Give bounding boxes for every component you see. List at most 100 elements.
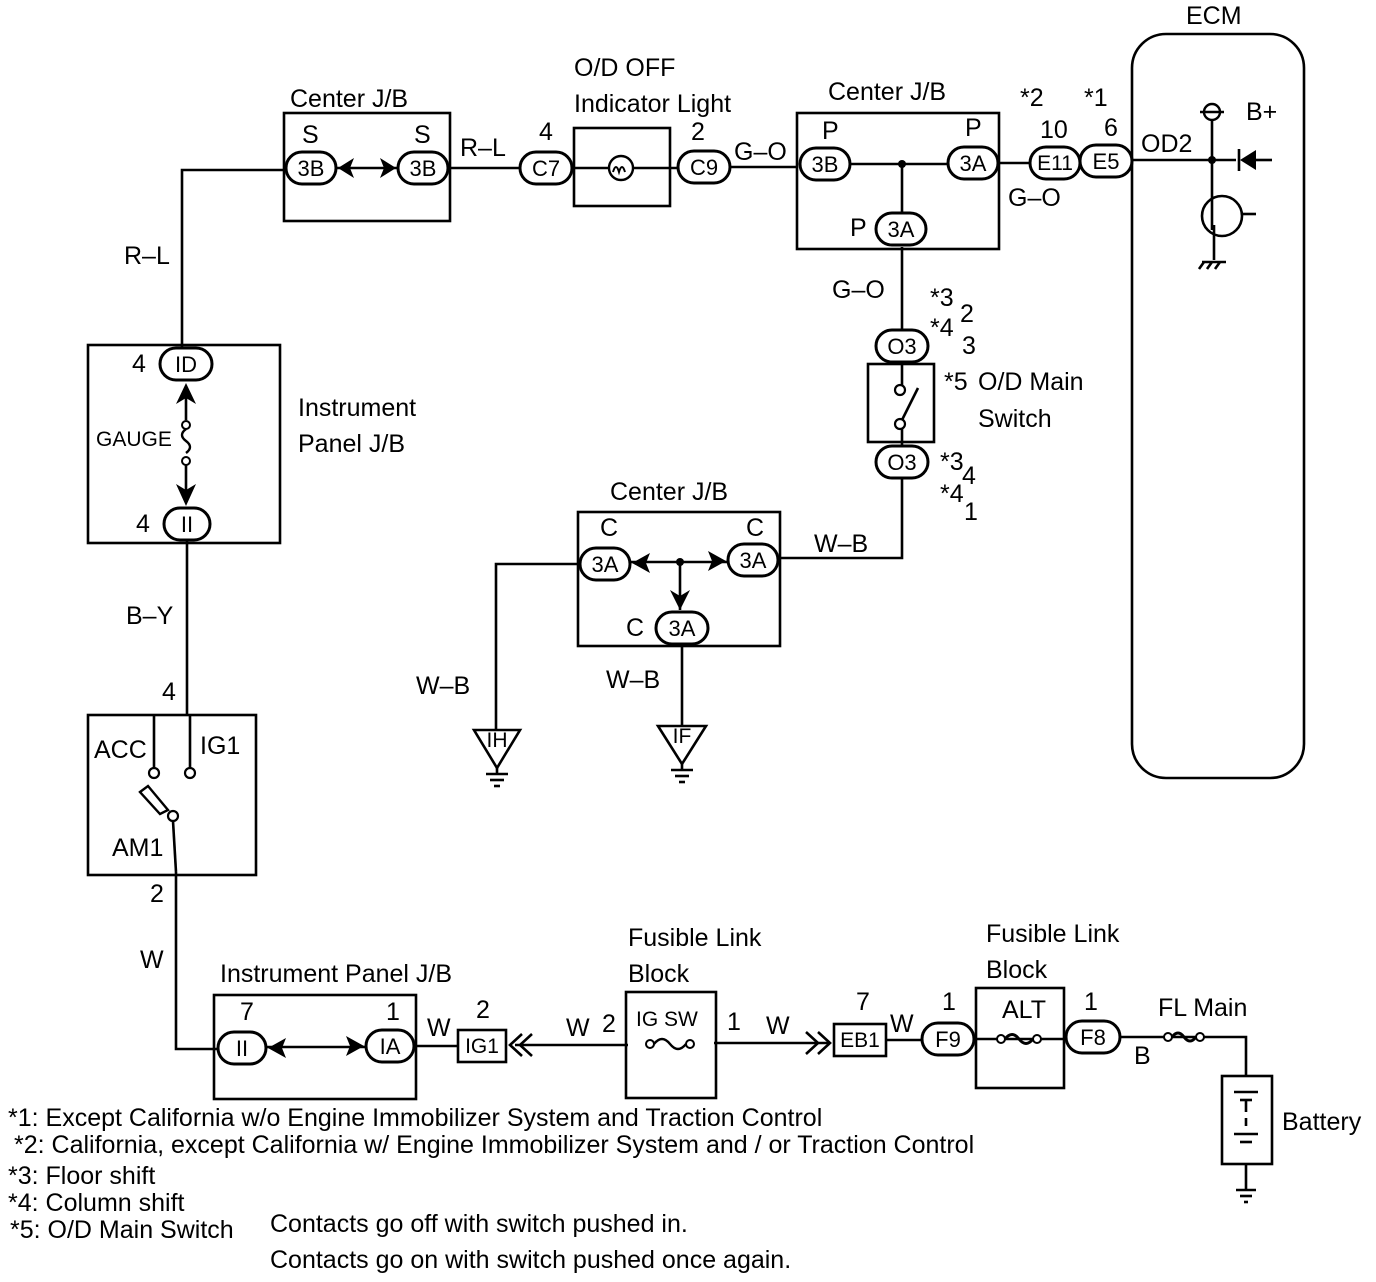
pin-letter-c-right: C [746, 514, 764, 542]
connector-o3-upper-label: O3 [887, 334, 916, 359]
od-off-title-1: O/D OFF [574, 54, 675, 82]
instrument-jb-upper: Instrument Panel J/B 4 ID GAUGE 4 II [86, 343, 416, 545]
instrument-jb-lower-title: Instrument Panel J/B [220, 960, 452, 988]
connector-c9-label: C9 [690, 155, 718, 180]
pin-letter-p-left: P [822, 117, 839, 145]
pin-4-bottom: 4 [136, 510, 150, 538]
connector-ii-upper-label: II [181, 512, 193, 537]
connector-ii-upper [162, 506, 212, 542]
center-jb-top-right-box [795, 111, 1001, 251]
fl-main-fuse-icon [1170, 1031, 1198, 1043]
od-main-switch-label-2: Switch [978, 405, 1052, 433]
od-off-title-2: Indicator Light [574, 90, 731, 118]
ecm-outline [1130, 32, 1306, 780]
instrument-jb-upper-box [86, 343, 282, 545]
ecm-connectors: *2 *1 10 6 E11 E5 G–O [1008, 84, 1134, 212]
ignition-switch: 4 ACC IG1 AM1 2 [86, 678, 258, 908]
pin-letter-p-bottom: P [850, 214, 867, 242]
ig1-contact [183, 766, 197, 780]
gauge-fuse-icon [180, 428, 192, 454]
battery-ground-icon [1236, 1188, 1256, 1204]
pin-letter-c-bottom: C [626, 614, 644, 642]
ig1-pin-2: 2 [476, 996, 490, 1024]
connector-c7-label: C7 [532, 156, 560, 181]
connector-3a-left [578, 546, 632, 582]
ecm-pin-od2: OD2 [1141, 130, 1192, 158]
wire-wb-center: W–B [606, 666, 660, 694]
chevron-left-icon [338, 158, 354, 178]
fusible-link-left-title-1: Fusible Link [628, 924, 762, 952]
pin-4-top: 4 [132, 350, 146, 378]
connector-3a-right-mid [726, 542, 780, 578]
note-star-4-upper: *4 [930, 314, 954, 342]
battery-label: Battery [1282, 1108, 1362, 1136]
chevron-down-icon [670, 590, 690, 610]
alt-fuse-icon [1003, 1033, 1035, 1045]
connector-ig1: 2 IG1 [456, 996, 533, 1064]
ground-if-icon: IF [655, 724, 709, 784]
ecm-junction-dot [1208, 156, 1216, 164]
pin-1-lower: 1 [964, 498, 978, 526]
footnote-5-line-2: Contacts go on with switch pushed once a… [270, 1246, 792, 1274]
f8-pin-1: 1 [1084, 988, 1098, 1016]
note-star-1: *1 [1084, 84, 1108, 112]
od-off-indicator: O/D OFF Indicator Light 4 2 C7 C9 [518, 54, 732, 208]
igsw-fuse-icon [653, 1037, 687, 1051]
igsw-pin-2: 2 [602, 1010, 616, 1038]
footnote-4: *4: Column shift [8, 1189, 185, 1217]
switch-contact-top [893, 383, 907, 397]
connector-3b-left-label: 3B [298, 156, 325, 181]
wire-go-top: G–O [734, 138, 787, 166]
chevron-right-icon [380, 158, 396, 178]
center-jb-top-right: Center J/B P P 3B 3A P 3A [795, 78, 1001, 251]
chevron-left-icon [508, 1033, 523, 1057]
connector-e11-label: E11 [1037, 152, 1073, 175]
chevron-left-icon [632, 553, 650, 573]
center-jb-mid-box [576, 510, 782, 648]
fusible-link-right-title-1: Fusible Link [986, 920, 1120, 948]
center-jb-mid-title: Center J/B [610, 478, 728, 506]
connector-f8 [1064, 1019, 1122, 1055]
wires [174, 158, 1248, 1190]
pin-4-lower: 4 [962, 462, 976, 490]
wire-b: B [1134, 1042, 1151, 1070]
chevron-right-icon [708, 551, 726, 571]
instrument-jb-title-2: Panel J/B [298, 430, 405, 458]
wire-go-vertical: G–O [832, 276, 885, 304]
wire-wb-switch: W–B [814, 530, 868, 558]
wire-w-ig1: W [427, 1014, 451, 1042]
connector-3b [798, 146, 852, 182]
fusible-link-right-box [974, 986, 1066, 1090]
ground-if-label: IF [673, 725, 692, 748]
note-star-3-lower: *3 [940, 448, 964, 476]
ecm-block: ECM OD2 B+ [1130, 2, 1306, 780]
f9-pin-1: 1 [942, 988, 956, 1016]
connector-eb1: 7 EB1 [805, 988, 888, 1058]
fl-main: FL Main [1158, 994, 1247, 1043]
connector-ia-label: IA [380, 1034, 401, 1059]
footnote-5: *5: O/D Main Switch [10, 1216, 234, 1244]
fusible-link-left-title-2: Block [628, 960, 690, 988]
connector-f9-label: F9 [935, 1027, 961, 1052]
od-main-switch: *3 2 *4 3 O3 O3 *5 O/D Main Switch *3 4 … [866, 284, 1084, 526]
bplus-label: B+ [1246, 98, 1277, 126]
acc-label: ACC [94, 736, 147, 764]
switch-contact-bottom [893, 417, 907, 431]
fusible-link-left-box [624, 990, 718, 1100]
connector-ii-lower-label: II [236, 1036, 248, 1061]
wire-wb-left: W–B [416, 672, 470, 700]
fusible-link-right-title-2: Block [986, 956, 1048, 984]
connector-3a-right-label: 3A [960, 151, 987, 176]
note-star-5: *5 [944, 368, 968, 396]
center-jb-top-right-title: Center J/B [828, 78, 946, 106]
chevron-down-icon [176, 484, 196, 506]
wire-w-igsw-right: W [766, 1012, 790, 1040]
connector-o3-lower [874, 444, 930, 480]
pin-letter-s-left: S [302, 121, 319, 149]
ecm-ground-icon [1197, 260, 1226, 270]
od-main-switch-label-1: O/D Main [978, 368, 1084, 396]
connector-f8-label: F8 [1080, 1025, 1106, 1050]
footnote-2: *2: California, except California w/ Eng… [14, 1131, 975, 1159]
connector-3a-bottom-mid [654, 610, 710, 646]
